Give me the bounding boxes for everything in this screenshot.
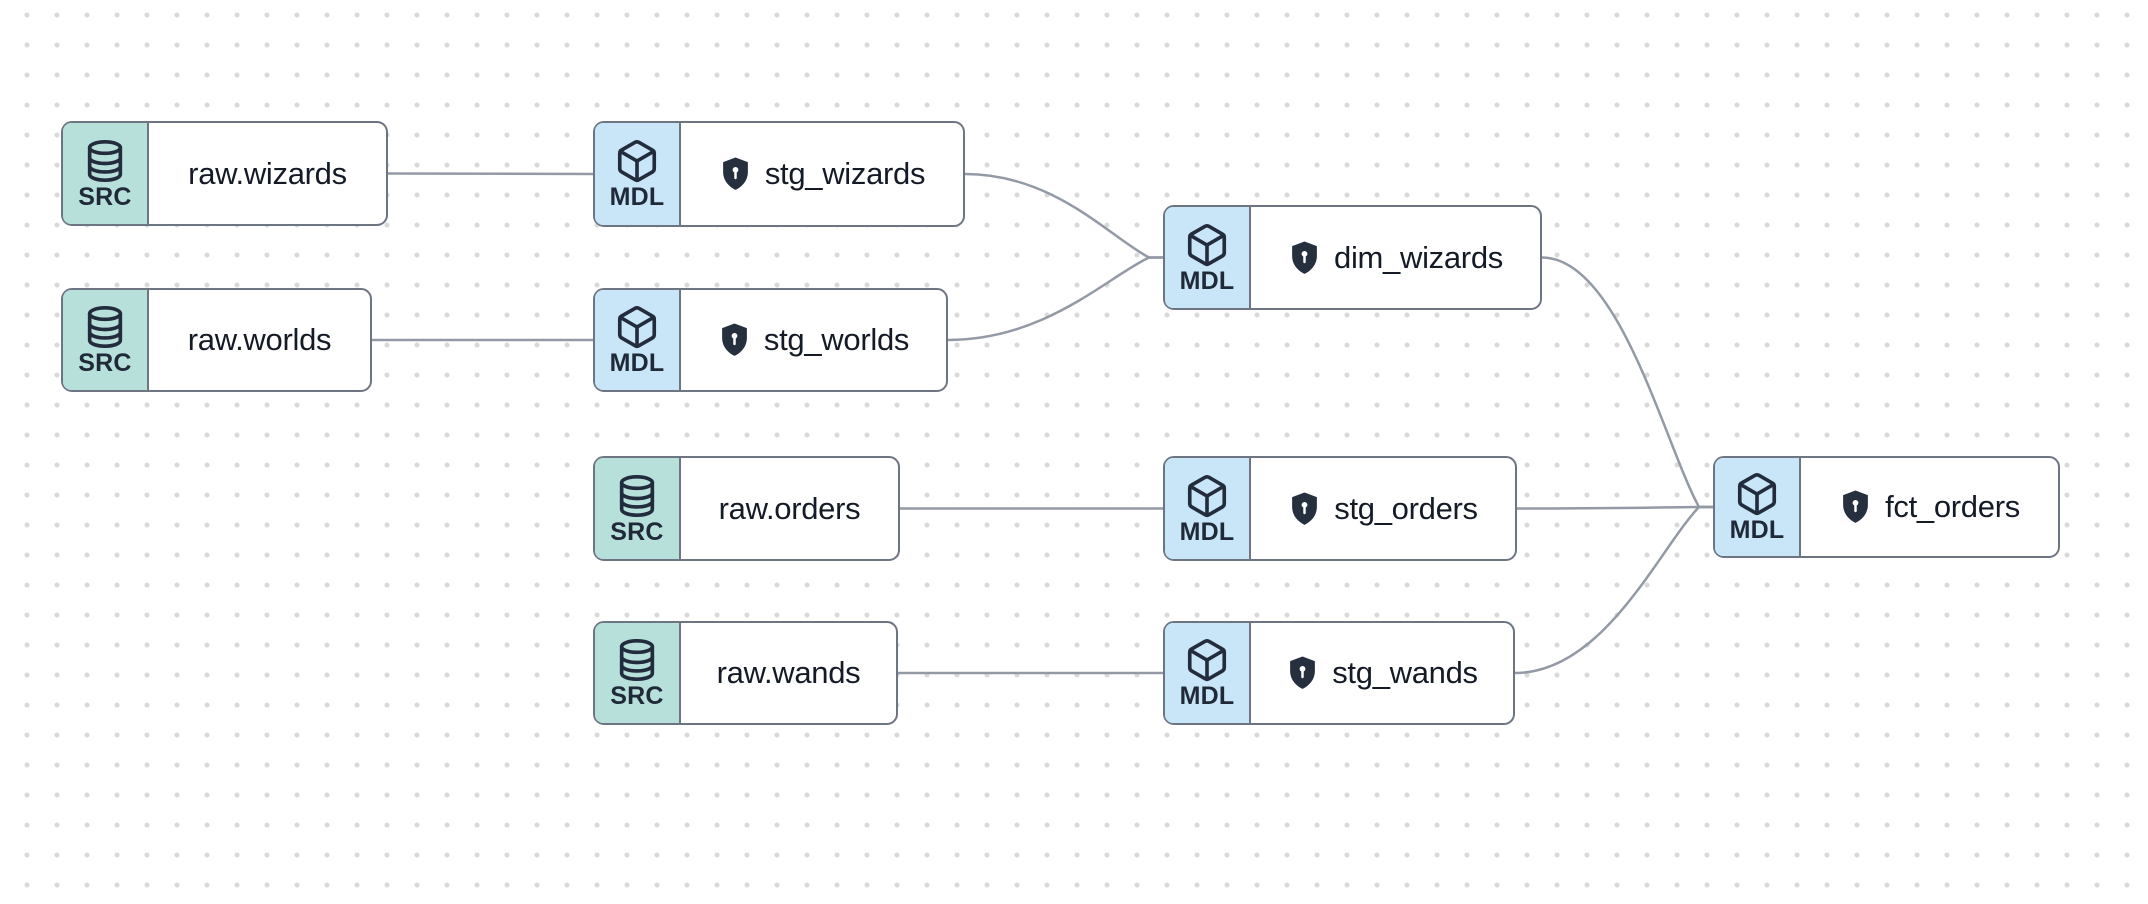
node-label: fct_orders: [1885, 489, 2020, 524]
node-label: stg_worlds: [763, 322, 910, 357]
node-body: raw.wizards: [149, 123, 386, 224]
database-icon: [82, 138, 128, 184]
node-body: dim_wizards: [1251, 207, 1540, 308]
node-body: stg_orders: [1251, 458, 1515, 559]
node-label: stg_wands: [1332, 655, 1478, 690]
cube-icon: [614, 138, 660, 184]
shield-lock-icon: [719, 156, 752, 192]
node-body: raw.wands: [681, 623, 896, 723]
node-type-label: SRC: [78, 182, 132, 211]
node-type-badge: MDL: [1715, 458, 1801, 556]
node-fct_orders[interactable]: MDL fct_orders: [1713, 456, 2060, 558]
edge-dim_wizards-to-fct_orders: [1541, 256, 1713, 509]
cube-icon: [1184, 473, 1230, 519]
shield-lock-icon: [1288, 240, 1321, 276]
node-body: raw.orders: [681, 458, 898, 559]
node-type-label: MDL: [609, 349, 665, 377]
node-type-label: MDL: [1179, 517, 1235, 546]
node-stg_wizards[interactable]: MDL stg_wizards: [593, 121, 965, 227]
node-type-label: MDL: [609, 183, 665, 211]
node-type-label: SRC: [610, 682, 664, 710]
node-type-label: MDL: [1179, 266, 1235, 295]
node-raw_wizards[interactable]: SRC raw.wizards: [61, 121, 388, 226]
node-type-label: SRC: [610, 517, 664, 546]
node-stg_wands[interactable]: MDL stg_wands: [1163, 621, 1515, 725]
cube-icon: [1184, 222, 1230, 268]
node-stg_worlds[interactable]: MDL stg_worlds: [593, 288, 948, 392]
node-type-badge: SRC: [595, 458, 681, 559]
edge-raw_wizards-to-stg_wizards: [387, 172, 594, 176]
node-body: raw.worlds: [149, 290, 370, 390]
node-type-badge: MDL: [1165, 458, 1251, 559]
node-type-badge: SRC: [63, 290, 149, 390]
node-body: stg_wands: [1251, 623, 1513, 723]
node-raw_worlds[interactable]: SRC raw.worlds: [61, 288, 372, 392]
node-type-badge: MDL: [595, 123, 681, 225]
node-type-badge: SRC: [595, 623, 681, 723]
database-icon: [614, 473, 660, 519]
node-type-label: MDL: [1179, 682, 1235, 710]
shield-lock-icon: [1288, 491, 1321, 527]
node-type-label: SRC: [78, 349, 132, 377]
node-label: raw.wizards: [188, 155, 347, 191]
node-body: fct_orders: [1801, 458, 2058, 556]
node-dim_wizards[interactable]: MDL dim_wizards: [1163, 205, 1542, 310]
edge-stg_wizards-to-dim_wizards: [964, 172, 1163, 259]
node-label: raw.wands: [716, 655, 861, 690]
cube-icon: [614, 304, 660, 350]
node-label: raw.orders: [718, 490, 861, 526]
edge-stg_orders-to-fct_orders: [1516, 505, 1713, 510]
node-type-badge: MDL: [595, 290, 681, 390]
database-icon: [82, 304, 128, 350]
node-label: stg_wizards: [764, 156, 926, 191]
node-stg_orders[interactable]: MDL stg_orders: [1163, 456, 1517, 561]
database-icon: [614, 637, 660, 683]
node-label: stg_orders: [1334, 490, 1478, 526]
node-body: stg_worlds: [681, 290, 946, 390]
cube-icon: [1734, 471, 1780, 517]
edge-stg_worlds-to-dim_wizards: [947, 256, 1163, 342]
cube-icon: [1184, 637, 1230, 683]
node-type-label: MDL: [1729, 516, 1785, 544]
shield-lock-icon: [1839, 489, 1872, 525]
node-label: raw.worlds: [187, 322, 332, 357]
node-body: stg_wizards: [681, 123, 963, 225]
node-type-badge: SRC: [63, 123, 149, 224]
shield-lock-icon: [1286, 655, 1319, 691]
node-type-badge: MDL: [1165, 207, 1251, 308]
node-raw_wands[interactable]: SRC raw.wands: [593, 621, 898, 725]
node-raw_orders[interactable]: SRC raw.orders: [593, 456, 900, 561]
node-label: dim_wizards: [1334, 239, 1503, 275]
edge-stg_wands-to-fct_orders: [1514, 505, 1713, 675]
shield-lock-icon: [718, 322, 751, 358]
node-type-badge: MDL: [1165, 623, 1251, 723]
